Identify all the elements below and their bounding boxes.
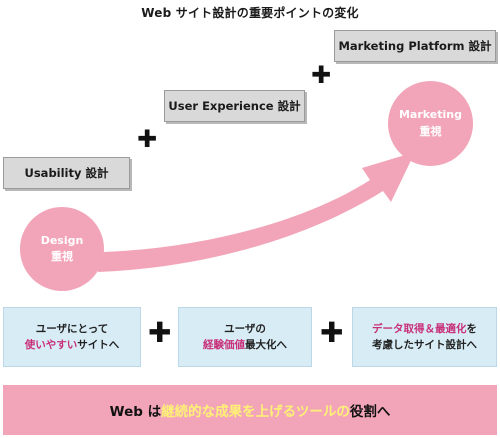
circle-label: 重視 — [51, 250, 73, 263]
conclusion-banner: Web は 継続的な成果を上げるツールの 役割へ — [3, 385, 497, 435]
info-line: 使いやすいサイトへ — [25, 337, 120, 353]
circle-label: Design — [40, 233, 84, 247]
banner-prefix: Web は — [109, 404, 162, 420]
step-usability: Usability 設計 — [3, 157, 130, 189]
info-line: 考慮したサイト設計へ — [372, 339, 477, 351]
circle-label: 重視 — [419, 124, 442, 138]
plus-icon: ✚ — [137, 125, 158, 153]
info-line: ユーザの — [224, 322, 266, 335]
info-text: を — [466, 322, 478, 335]
info-highlight: 使いやすい — [24, 339, 78, 351]
info-text: サイトへ — [77, 339, 120, 351]
info-highlight: データ取得＆最適化 — [372, 322, 467, 335]
info-highlight: 経験価値 — [203, 339, 245, 351]
marketing-focus-circle: Marketing 重視 — [388, 81, 473, 166]
design-focus-circle: Design 重視 — [20, 207, 104, 291]
step-marketing-platform: Marketing Platform 設計 — [334, 30, 496, 62]
info-line: 経験価値最大化へ — [203, 337, 287, 353]
plus-icon: ✚ — [148, 316, 172, 349]
banner-highlight: 継続的な成果を上げるツールの — [161, 404, 350, 420]
circle-label: Marketing — [398, 108, 462, 121]
info-box-usability: ユーザにとって 使いやすいサイトへ — [3, 307, 141, 367]
page-title: Web サイト設計の重要ポイントの変化 — [141, 6, 359, 20]
info-line: データ取得＆最適化を — [372, 321, 477, 337]
step-user-experience: User Experience 設計 — [164, 90, 305, 122]
info-line: ユーザにとって — [35, 322, 109, 335]
plus-icon: ✚ — [311, 61, 332, 89]
banner-suffix: 役割へ — [349, 404, 391, 420]
growth-arrow-shape — [98, 152, 415, 272]
info-box-data: データ取得＆最適化を 考慮したサイト設計へ — [352, 307, 497, 367]
plus-icon: ✚ — [320, 316, 344, 349]
info-text: 最大化へ — [245, 339, 287, 351]
info-box-experience: ユーザの 経験価値最大化へ — [178, 307, 312, 367]
